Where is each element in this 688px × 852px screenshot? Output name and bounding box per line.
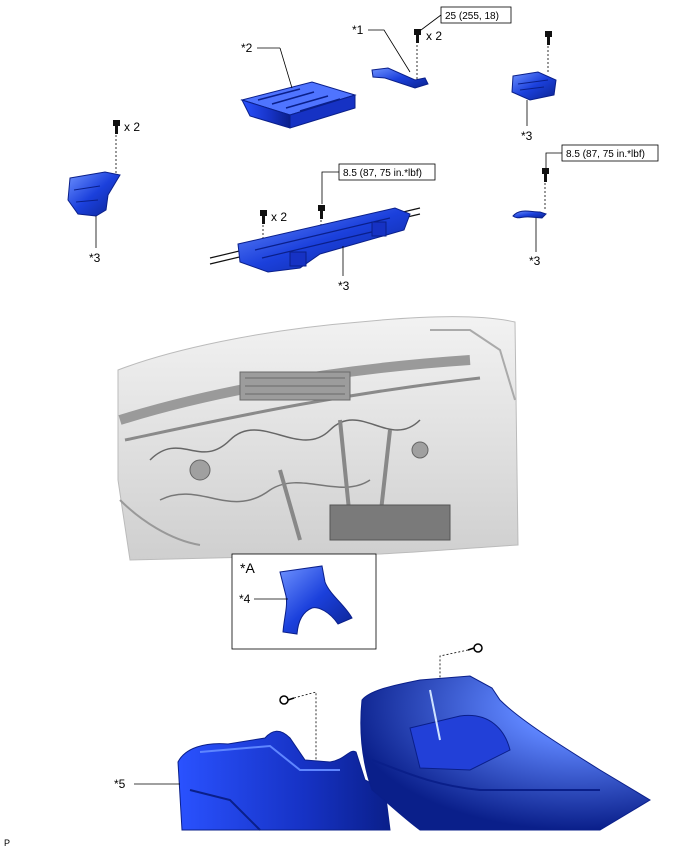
instrument-panel-area — [117, 316, 519, 561]
part-3-center — [209, 207, 421, 273]
part-3-left — [67, 171, 121, 217]
bolt-icon — [414, 29, 421, 43]
bolt-icon — [260, 210, 267, 224]
label-part-1: *1 — [352, 23, 364, 37]
inset-label-a: *A — [240, 560, 255, 576]
torque-box-right: 8.5 (87, 75 in.*lbf) — [561, 144, 659, 162]
torque-value-center: 8.5 (87, 75 in.*lbf) — [343, 168, 422, 179]
label-part-2: *2 — [241, 41, 253, 55]
part-3-right-top — [511, 71, 557, 101]
leader-part-1 — [368, 29, 411, 73]
clip-icon — [467, 643, 483, 653]
torque-box-top: 25 (255, 18) — [440, 6, 512, 24]
figure-code: P — [4, 838, 10, 848]
qty-top: x 2 — [426, 29, 442, 43]
label-part-3-right-bottom: *3 — [529, 254, 541, 268]
qty-left: x 2 — [124, 120, 140, 134]
part-1-bracket — [371, 67, 429, 89]
label-part-3-left: *3 — [89, 251, 101, 265]
part-4-duct — [279, 565, 353, 635]
bolt-icon — [542, 168, 549, 182]
bolt-icon — [113, 120, 120, 134]
clip-guide-right — [439, 649, 469, 732]
part-2-tray — [240, 81, 357, 129]
torque-box-center: 8.5 (87, 75 in.*lbf) — [338, 163, 436, 181]
leader-torque-center — [321, 171, 339, 204]
clip-guide-left — [293, 691, 317, 760]
label-part-3-center: *3 — [338, 279, 350, 293]
torque-value-top: 25 (255, 18) — [445, 11, 499, 22]
label-part-4: *4 — [239, 592, 251, 606]
clip-icon — [279, 695, 295, 705]
label-part-5: *5 — [114, 777, 126, 791]
bolt-icon — [545, 31, 552, 45]
leader-torque-right — [545, 152, 562, 168]
qty-center: x 2 — [271, 210, 287, 224]
bolt-icon — [318, 205, 325, 219]
torque-value-right: 8.5 (87, 75 in.*lbf) — [566, 149, 645, 160]
label-part-3-right-top: *3 — [521, 129, 533, 143]
leader-torque-top — [420, 14, 442, 31]
part-3-right-bottom — [512, 210, 547, 219]
part-5-floor-duct — [177, 675, 651, 831]
leader-part-2b — [279, 47, 293, 89]
